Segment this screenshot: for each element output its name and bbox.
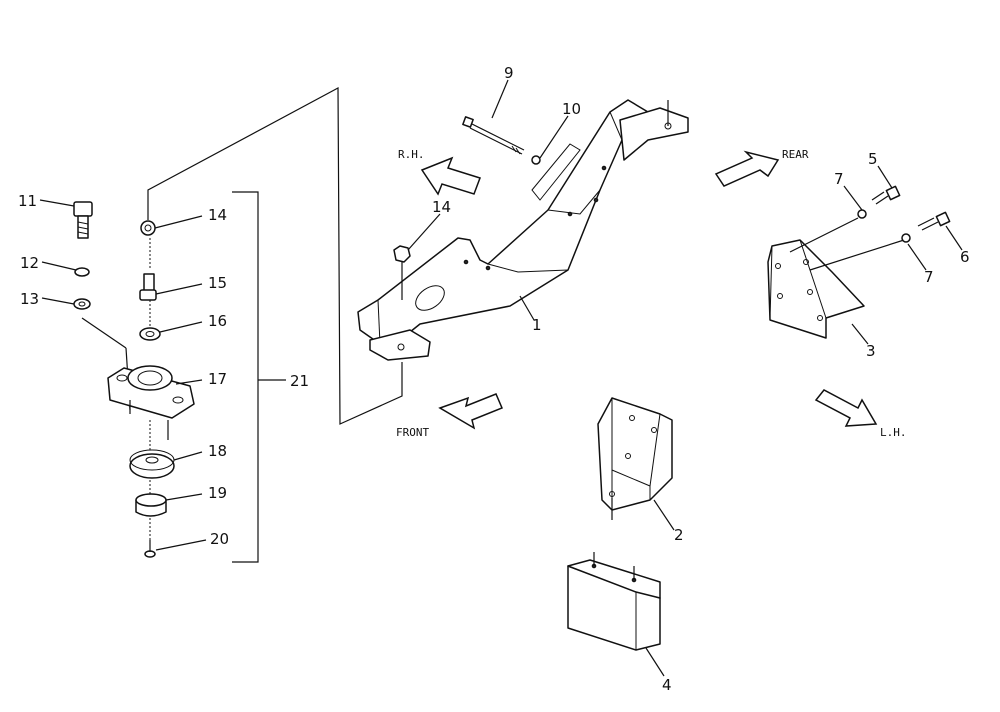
leader-13a [41, 297, 75, 305]
leader-20 [155, 539, 207, 551]
cup-19 [135, 493, 167, 517]
rubber-mount-18 [129, 449, 175, 479]
callout-14-left: 14 [208, 206, 227, 224]
leader-12 [41, 261, 77, 271]
hidden-edge [531, 143, 581, 201]
leader-6 [945, 225, 963, 251]
washer-7a [857, 209, 867, 219]
leader-10 [539, 115, 569, 159]
lh-arrow [814, 389, 878, 427]
leader-2 [653, 499, 675, 531]
callout-14-right: 14 [432, 198, 451, 216]
rh-arrow [420, 156, 481, 196]
callout-17: 17 [208, 370, 227, 388]
mount-flange [107, 365, 195, 440]
leader-19 [165, 493, 203, 501]
washer-7b [901, 233, 911, 243]
leader-1 [519, 295, 535, 321]
leader-17 [175, 379, 203, 385]
washer-16 [139, 327, 161, 341]
nut-10 [531, 155, 541, 165]
stud-15 [139, 273, 157, 301]
callout-1: 1 [532, 316, 542, 334]
front-label: FRONT [396, 426, 429, 439]
frame-bracket [357, 99, 689, 361]
leader-3b [809, 239, 905, 271]
bolt-6 [917, 211, 951, 231]
nut-14-frame [393, 245, 411, 300]
nut-14-stack [140, 220, 156, 236]
rear-label: REAR [782, 148, 809, 161]
callout-12: 12 [20, 254, 39, 272]
leader-13 [81, 317, 127, 349]
rear-arrow [714, 150, 780, 187]
rear-plate-bracket [767, 239, 865, 339]
leader-15 [155, 283, 203, 295]
lower-bracket [597, 397, 673, 520]
screw-20 [144, 540, 156, 558]
callout-7-bottom: 7 [924, 268, 934, 286]
leader-3a [789, 217, 859, 253]
leader-14b [407, 213, 441, 251]
leader-4 [645, 647, 665, 677]
kit-bracket-21 [232, 191, 259, 563]
callout-15: 15 [208, 274, 227, 292]
block [567, 552, 661, 651]
assembly-link-lines [147, 87, 403, 425]
callout-18: 18 [208, 442, 227, 460]
callout-5: 5 [868, 150, 878, 168]
leader-16 [159, 321, 203, 333]
callout-19: 19 [208, 484, 227, 502]
callout-21: 21 [290, 372, 309, 390]
callout-9: 9 [504, 64, 514, 82]
leader-7a [843, 185, 863, 211]
front-arrow [438, 393, 503, 430]
callout-20: 20 [210, 530, 229, 548]
leader-11 [39, 199, 75, 207]
callout-16: 16 [208, 312, 227, 330]
callout-6: 6 [960, 248, 970, 266]
callout-4: 4 [662, 676, 672, 694]
callout-7-top: 7 [834, 170, 844, 188]
long-bolt [462, 116, 525, 155]
leader-3 [851, 323, 869, 345]
callout-3: 3 [866, 342, 876, 360]
callout-10: 10 [562, 100, 581, 118]
leader-5 [877, 165, 893, 189]
washer-12 [74, 267, 90, 277]
leader-7b [907, 243, 927, 271]
bolt-11 [73, 201, 93, 239]
leader-18 [173, 451, 203, 461]
callout-11: 11 [18, 192, 37, 210]
callout-2: 2 [674, 526, 684, 544]
leader-9 [491, 79, 509, 119]
bolt-5 [871, 185, 901, 205]
leader-14a [154, 215, 203, 229]
washer-13 [73, 298, 91, 310]
lh-label: L.H. [880, 426, 907, 439]
callout-13: 13 [20, 290, 39, 308]
rh-label: R.H. [398, 148, 425, 161]
